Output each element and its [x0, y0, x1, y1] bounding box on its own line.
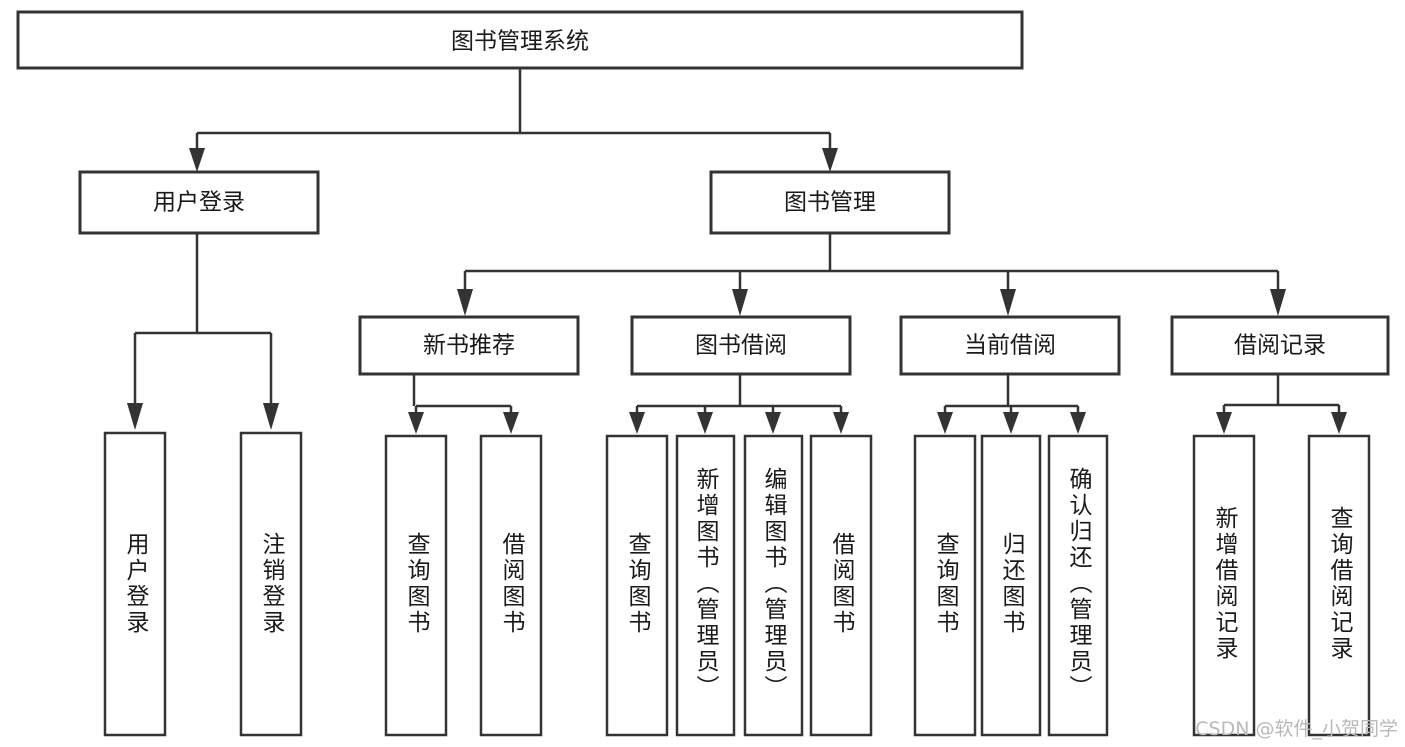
- arrow-head-leaf-user-login: [127, 403, 143, 430]
- node-current-borrow[interactable]: 当前借阅: [899, 315, 1121, 376]
- node-leaf-borrow-query-book[interactable]: 查询图书: [605, 434, 669, 737]
- node-borrow-record-box[interactable]: [1170, 315, 1390, 376]
- node-root[interactable]: 图书管理系统: [16, 10, 1024, 70]
- connector-layer: [127, 68, 1347, 434]
- arrow-head-current-borrow: [1000, 289, 1016, 316]
- node-leaf-user-login-box[interactable]: [103, 431, 167, 737]
- arrow-head-user-login: [189, 148, 205, 172]
- node-leaf-current-query-book[interactable]: 查询图书: [913, 434, 977, 737]
- node-leaf-rec-query-book-label: 查询图书: [403, 532, 431, 636]
- node-leaf-borrow-add-book[interactable]: 新增图书（管理员）: [675, 434, 736, 737]
- arrow-head-current-return-book: [1003, 412, 1019, 434]
- node-leaf-record-add-box[interactable]: [1192, 434, 1256, 737]
- node-leaf-current-return-book[interactable]: 归还图书: [980, 434, 1042, 737]
- arrow-head-current-query-book: [937, 412, 953, 434]
- arrow-head-book-manage: [822, 148, 838, 172]
- node-leaf-user-logout-label: 注销登录: [258, 532, 286, 636]
- node-leaf-current-query-book-box[interactable]: [913, 434, 977, 737]
- arrow-head-new-book-rec: [457, 289, 473, 316]
- node-root-label: 图书管理系统: [451, 29, 589, 55]
- node-leaf-borrow-add-book-box[interactable]: [675, 434, 736, 737]
- node-book-borrow-box[interactable]: [630, 315, 852, 376]
- node-leaf-user-logout[interactable]: 注销登录: [239, 431, 303, 737]
- node-leaf-record-add[interactable]: 新增借阅记录: [1192, 434, 1256, 737]
- node-leaf-record-query-label: 查询借阅记录: [1326, 506, 1354, 662]
- arrow-head-borrow-query-book: [629, 412, 645, 434]
- arrow-head-rec-borrow-book: [503, 412, 519, 434]
- node-root-box[interactable]: [16, 10, 1024, 70]
- node-leaf-current-return-book-box[interactable]: [980, 434, 1042, 737]
- node-leaf-user-login-label: 用户登录: [122, 532, 150, 636]
- node-new-book-rec[interactable]: 新书推荐: [358, 315, 580, 376]
- node-leaf-borrow-borrow-book-label: 借阅图书: [828, 532, 856, 636]
- arrow-head-borrow-edit-book: [765, 412, 781, 434]
- node-leaf-borrow-borrow-book[interactable]: 借阅图书: [809, 434, 873, 737]
- arrow-head-borrow-add-book: [697, 412, 713, 434]
- node-leaf-borrow-query-book-label: 查询图书: [624, 532, 652, 636]
- node-leaf-borrow-query-book-box[interactable]: [605, 434, 669, 737]
- node-leaf-borrow-edit-book[interactable]: 编辑图书（管理员）: [743, 434, 804, 737]
- node-leaf-current-return-book-label: 归还图书: [998, 532, 1026, 636]
- node-leaf-rec-query-book[interactable]: 查询图书: [384, 434, 448, 737]
- node-leaf-rec-borrow-book[interactable]: 借阅图书: [479, 434, 543, 737]
- arrow-head-current-confirm-return: [1070, 412, 1086, 434]
- node-leaf-record-query[interactable]: 查询借阅记录: [1307, 434, 1371, 737]
- node-book-manage-box[interactable]: [709, 170, 951, 235]
- node-leaf-rec-query-book-box[interactable]: [384, 434, 448, 737]
- node-leaf-current-confirm-return-box[interactable]: [1047, 434, 1109, 737]
- node-leaf-borrow-edit-book-label: 编辑图书（管理员）: [760, 467, 788, 701]
- arrow-head-borrow-borrow-book: [833, 412, 849, 434]
- node-leaf-borrow-edit-book-box[interactable]: [743, 434, 804, 737]
- node-user-login[interactable]: 用户登录: [78, 170, 320, 235]
- node-book-borrow-label: 图书借阅: [695, 333, 787, 359]
- node-current-borrow-box[interactable]: [899, 315, 1121, 376]
- node-leaf-rec-borrow-book-box[interactable]: [479, 434, 543, 737]
- node-leaf-user-logout-box[interactable]: [239, 431, 303, 737]
- node-leaf-rec-borrow-book-label: 借阅图书: [498, 532, 526, 636]
- node-new-book-rec-box[interactable]: [358, 315, 580, 376]
- node-leaf-borrow-borrow-book-box[interactable]: [809, 434, 873, 737]
- arrow-head-borrow-record: [1270, 289, 1286, 316]
- node-leaf-record-add-label: 新增借阅记录: [1211, 506, 1239, 662]
- node-leaf-current-confirm-return[interactable]: 确认归还（管理员）: [1047, 434, 1109, 737]
- watermark-text: CSDN @软件_小贺同学: [1195, 718, 1398, 740]
- node-borrow-record-label: 借阅记录: [1234, 333, 1326, 359]
- arrow-head-leaf-user-logout: [263, 403, 279, 430]
- node-leaf-borrow-add-book-label: 新增图书（管理员）: [692, 467, 720, 701]
- node-current-borrow-label: 当前借阅: [964, 333, 1056, 359]
- node-leaf-user-login[interactable]: 用户登录: [103, 431, 167, 737]
- node-book-manage-label: 图书管理: [784, 190, 876, 216]
- arrow-head-rec-query-book: [408, 412, 424, 434]
- arrow-head-record-add: [1216, 412, 1232, 434]
- node-new-book-rec-label: 新书推荐: [423, 333, 515, 359]
- node-user-login-box[interactable]: [78, 170, 320, 235]
- arrow-head-record-query: [1331, 412, 1347, 434]
- node-borrow-record[interactable]: 借阅记录: [1170, 315, 1390, 376]
- node-leaf-current-query-book-label: 查询图书: [932, 532, 960, 636]
- node-leaf-current-confirm-return-label: 确认归还（管理员）: [1065, 467, 1093, 701]
- node-book-borrow[interactable]: 图书借阅: [630, 315, 852, 376]
- node-book-manage[interactable]: 图书管理: [709, 170, 951, 235]
- node-leaf-record-query-box[interactable]: [1307, 434, 1371, 737]
- node-user-login-label: 用户登录: [153, 190, 245, 216]
- arrow-head-book-borrow: [732, 289, 748, 316]
